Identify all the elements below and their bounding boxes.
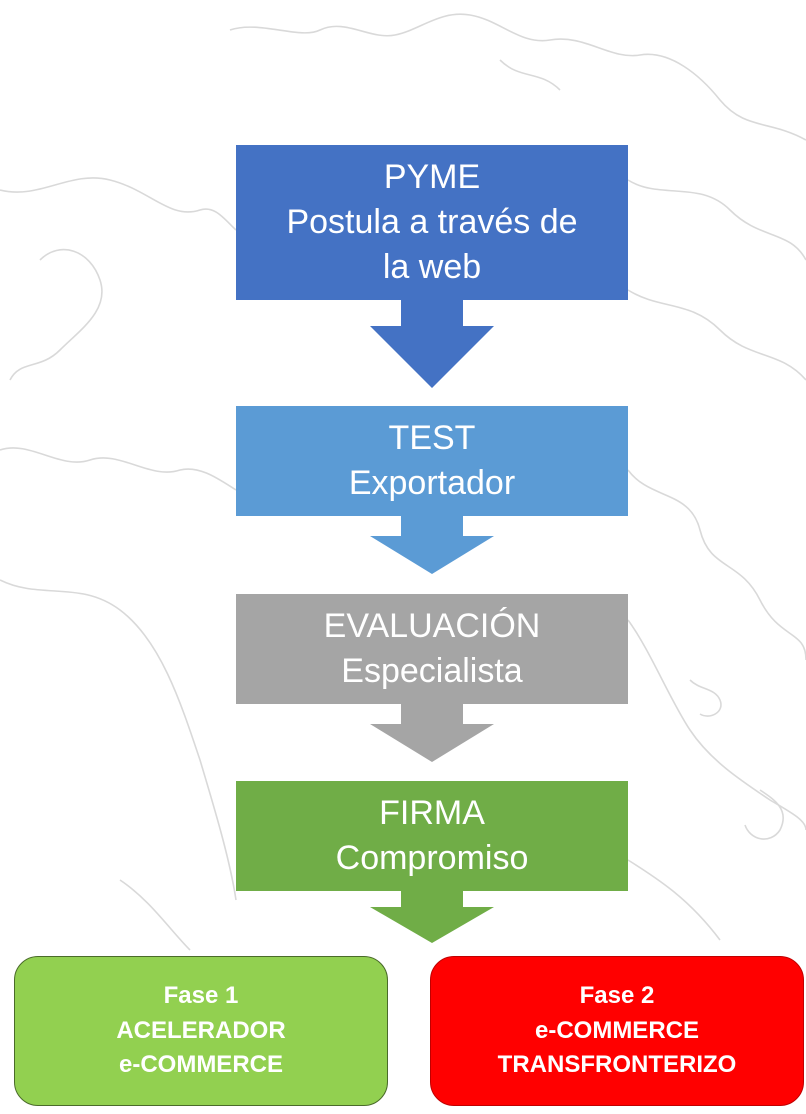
- step-firma-title: FIRMA: [379, 793, 485, 832]
- phase-2-box: Fase 2 e-COMMERCE TRANSFRONTERIZO: [430, 956, 804, 1106]
- step-pyme-title: PYME: [383, 157, 481, 196]
- step-pyme-line-2: Postula a través de: [286, 202, 578, 241]
- phase-2-line-3: TRANSFRONTERIZO: [497, 1051, 737, 1079]
- phase-1-line-3: e-COMMERCE: [118, 1051, 283, 1079]
- arrow-down-icon: [370, 704, 494, 762]
- phase-2-title: Fase 2: [579, 981, 655, 1009]
- step-test-title: TEST: [388, 418, 476, 457]
- step-pyme: PYME Postula a través de la web: [236, 145, 628, 300]
- step-pyme-line-3: la web: [382, 248, 482, 287]
- step-test-exportador: TEST Exportador: [236, 406, 628, 516]
- step-evaluacion-title: EVALUACIÓN: [323, 606, 541, 645]
- step-test-subtitle: Exportador: [348, 464, 516, 502]
- phase-1-line-2: ACELERADOR: [116, 1016, 286, 1044]
- step-firma-subtitle: Compromiso: [335, 839, 529, 877]
- step-evaluacion-subtitle: Especialista: [341, 652, 523, 690]
- step-firma: FIRMA Compromiso: [236, 781, 628, 891]
- phase-2-line-2: e-COMMERCE: [534, 1016, 699, 1044]
- phase-1-title: Fase 1: [163, 981, 239, 1009]
- phase-1-box: Fase 1 ACELERADOR e-COMMERCE: [14, 956, 388, 1106]
- arrow-down-icon: [370, 516, 494, 574]
- arrow-down-icon: [370, 891, 494, 943]
- arrow-down-icon: [370, 300, 494, 388]
- step-evaluacion: EVALUACIÓN Especialista: [236, 594, 628, 704]
